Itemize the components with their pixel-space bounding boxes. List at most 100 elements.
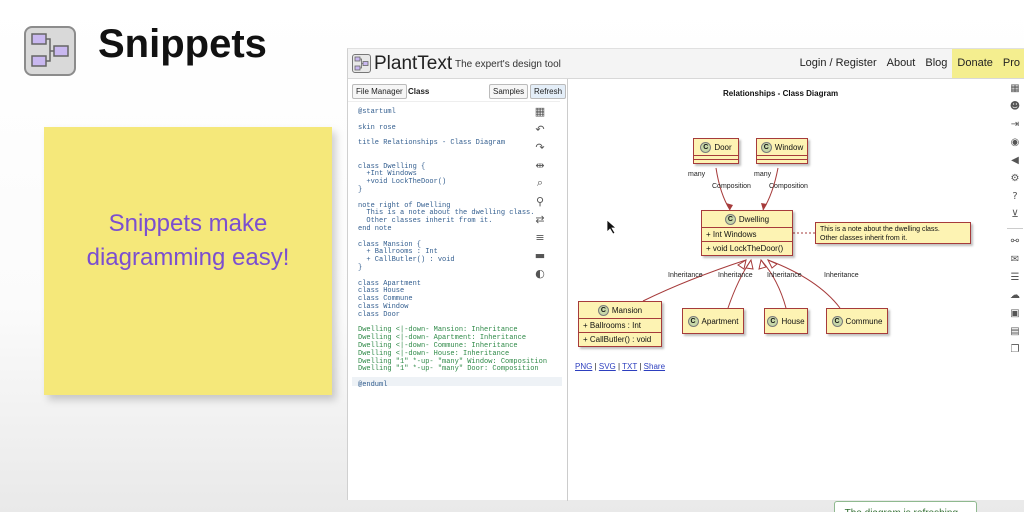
code-line: + Ballrooms : Int bbox=[358, 248, 438, 257]
code-line: class Door bbox=[358, 310, 401, 319]
app-icon[interactable]: ▣ bbox=[1010, 308, 1020, 319]
cart-icon[interactable]: ⊻ bbox=[1011, 209, 1019, 220]
samples-button[interactable]: Samples bbox=[489, 84, 529, 99]
edge-label-inheritance-mansion: Inheritance bbox=[668, 272, 703, 279]
diagram-note[interactable]: This is a note about the dwelling class.… bbox=[815, 222, 971, 244]
document-icon[interactable]: ▤ bbox=[1010, 326, 1020, 337]
gear-icon[interactable]: ⚙ bbox=[1010, 173, 1020, 184]
code-line: +void LockTheDoor() bbox=[358, 178, 447, 187]
code-line: title Relationships - Class Diagram bbox=[358, 139, 506, 148]
nav-about[interactable]: About bbox=[886, 57, 916, 69]
slide-title: Snippets bbox=[98, 22, 267, 66]
class-mansion-field: + Ballrooms : Int bbox=[579, 318, 661, 332]
class-commune-name: Commune bbox=[845, 316, 883, 326]
top-bar: PlantText The expert's design tool Login… bbox=[348, 49, 1024, 79]
code-line: Dwelling <|-down- House: Inheritance bbox=[358, 349, 510, 358]
code-line: Dwelling <|-down- Commune: Inheritance bbox=[358, 342, 518, 350]
nav-donate[interactable]: Donate bbox=[952, 49, 998, 78]
sticky-note-text: Snippets make diagramming easy! bbox=[86, 210, 290, 271]
png-link[interactable]: PNG bbox=[575, 362, 593, 371]
brand-name[interactable]: PlantText bbox=[374, 53, 453, 74]
code-line: class Window bbox=[358, 303, 409, 311]
class-mansion-name: Mansion bbox=[611, 305, 643, 315]
code-line: class Mansion { bbox=[358, 240, 422, 249]
format-icon[interactable]: ≡ bbox=[535, 230, 545, 244]
edge-label-inheritance-house: Inheritance bbox=[767, 272, 802, 279]
code-line: class Commune bbox=[358, 295, 413, 304]
editor-side-tools: ▦ ↶ ↷ ⇹ ⌕ ⚲ ⇄ ≡ ▬ ◐ bbox=[532, 103, 550, 283]
cloud-icon[interactable]: ☁ bbox=[1010, 290, 1020, 301]
minus-icon[interactable]: ▬ bbox=[534, 248, 546, 262]
refresh-button[interactable]: Refresh bbox=[530, 84, 567, 99]
nav-pro[interactable]: Pro bbox=[997, 49, 1024, 78]
code-line: } bbox=[358, 264, 363, 272]
user-icon[interactable]: ☻ bbox=[1009, 101, 1021, 112]
copy-icon[interactable]: ❐ bbox=[1010, 344, 1020, 355]
pin-icon[interactable]: ⚲ bbox=[535, 194, 545, 208]
toolbar-separator bbox=[1007, 228, 1023, 229]
class-dwelling-method: + void LockTheDoor() bbox=[702, 241, 792, 255]
login-icon[interactable]: ⇥ bbox=[1010, 119, 1020, 130]
class-badge-icon: C bbox=[767, 315, 779, 327]
svg-link[interactable]: SVG bbox=[598, 362, 616, 371]
arrow-house bbox=[758, 258, 767, 270]
eye-icon[interactable]: ◉ bbox=[1010, 137, 1020, 148]
edge-label-many-window: many bbox=[754, 171, 772, 178]
right-toolbar: ▦ ☻ ⇥ ◉ ◀ ⚙ ? ⊻ ⚯ ✉ ☰ ☁ ▣ ▤ ❐ bbox=[1005, 79, 1024, 501]
planttext-logo-icon bbox=[352, 54, 371, 73]
class-badge-icon: C bbox=[597, 304, 609, 316]
pane-divider[interactable] bbox=[567, 79, 568, 501]
code-line: Dwelling "1" *-up- "many" Door: Composit… bbox=[358, 365, 539, 374]
nav-login-register[interactable]: Login / Register bbox=[799, 57, 877, 69]
undo-icon[interactable]: ↶ bbox=[535, 122, 545, 136]
help-icon[interactable]: ? bbox=[1012, 191, 1018, 202]
grid-icon[interactable]: ▦ bbox=[1010, 83, 1020, 94]
editor-toolbar: File Manager Class Samples Refresh bbox=[352, 84, 567, 100]
class-dwelling-name: Dwelling bbox=[738, 214, 770, 224]
current-line-highlight bbox=[352, 377, 562, 386]
megaphone-icon[interactable]: ◀ bbox=[1011, 155, 1019, 166]
arrow-window bbox=[761, 203, 767, 210]
nav-blog[interactable]: Blog bbox=[925, 57, 948, 69]
class-house-name: House bbox=[781, 316, 805, 326]
link-icon[interactable]: ⚯ bbox=[1010, 236, 1020, 247]
server-icon[interactable]: ☰ bbox=[1010, 272, 1020, 283]
edge-mansion-dwelling bbox=[642, 259, 747, 302]
code-line: +Int Windows bbox=[358, 170, 417, 179]
class-badge-icon: C bbox=[831, 315, 843, 327]
export-links: PNG | SVG | TXT | Share bbox=[575, 362, 666, 371]
diagram-pane: Relationships - Class Diagram bbox=[568, 79, 1004, 512]
code-line: class Dwelling { bbox=[358, 162, 426, 171]
class-badge-icon: C bbox=[700, 141, 712, 153]
top-nav: Login / Register About Blog Donate Pro bbox=[795, 49, 1024, 78]
share-link[interactable]: Share bbox=[643, 362, 666, 371]
arrow-apartment bbox=[745, 258, 754, 270]
edge-label-composition-door: Composition bbox=[712, 183, 751, 190]
planttext-window: PlantText The expert's design tool Login… bbox=[347, 48, 1024, 512]
diagram-title: Relationships - Class Diagram bbox=[723, 89, 839, 98]
mail-icon[interactable]: ✉ bbox=[1010, 254, 1020, 265]
split-icon[interactable]: ⇹ bbox=[535, 158, 545, 172]
code-line: Other classes inherit from it. bbox=[358, 217, 493, 226]
code-line: This is a note about the dwelling class. bbox=[358, 209, 535, 218]
class-badge-icon: C bbox=[724, 213, 736, 225]
code-line: @startuml bbox=[358, 108, 396, 116]
tab-class[interactable]: Class bbox=[408, 87, 430, 96]
edge-label-composition-window: Composition bbox=[769, 183, 808, 190]
code-line: Dwelling <|-down- Mansion: Inheritance bbox=[358, 326, 518, 335]
txt-link[interactable]: TXT bbox=[622, 362, 638, 371]
swap-icon[interactable]: ⇄ bbox=[535, 212, 545, 226]
search-icon[interactable]: ⌕ bbox=[536, 176, 544, 189]
file-manager-button[interactable]: File Manager bbox=[352, 84, 407, 99]
grid-icon[interactable]: ▦ bbox=[534, 104, 546, 118]
redo-icon[interactable]: ↷ bbox=[535, 140, 545, 154]
contrast-icon[interactable]: ◐ bbox=[535, 266, 545, 280]
